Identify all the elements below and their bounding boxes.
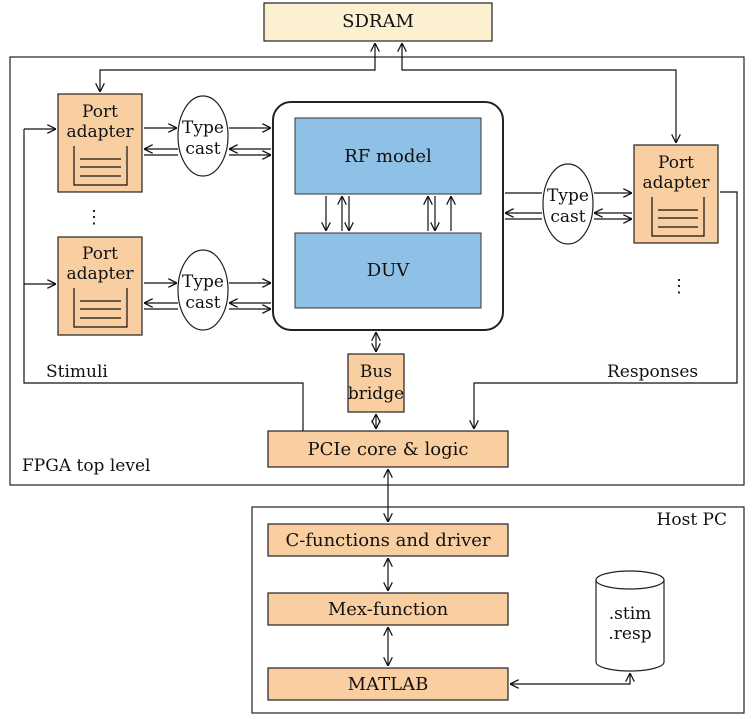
port-adapter-stimuli-1: Port adapter <box>57 93 143 193</box>
port-adapter-label-line2: adapter <box>642 173 710 193</box>
file-label-line1: .stim <box>609 604 652 624</box>
stimuli-label: Stimuli <box>46 362 108 382</box>
type-cast-label-line2: cast <box>550 207 585 227</box>
ellipsis-right: ⋮ <box>670 276 688 297</box>
rf-model-block: RF model <box>294 117 482 195</box>
bus-bridge-block: Bus bridge <box>347 353 405 413</box>
type-cast-label-line2: cast <box>185 293 220 313</box>
fpga-top-level-label: FPGA top level <box>22 456 150 476</box>
type-cast-label-line1: Type <box>182 118 224 138</box>
port-adapter-label-line2: adapter <box>66 122 134 142</box>
connections <box>23 43 738 684</box>
matlab-block: MATLAB <box>267 667 509 701</box>
fifo-icon <box>73 146 128 186</box>
mex-function-label: Mex-function <box>328 599 449 620</box>
sdram-to-left-adapter-arrow <box>100 43 375 92</box>
mex-function-block: Mex-function <box>267 592 509 626</box>
port-adapter-stimuli-2: Port adapter <box>57 236 143 336</box>
port-adapter-label-line1: Port <box>82 244 118 264</box>
ellipsis-left: ⋮ <box>85 207 103 228</box>
c-functions-block: C-functions and driver <box>267 523 509 557</box>
duv-block: DUV <box>294 232 482 309</box>
type-cast-label-line1: Type <box>182 272 224 292</box>
c-functions-label: C-functions and driver <box>285 530 490 551</box>
fifo-icon <box>651 197 705 237</box>
responses-line <box>474 191 738 429</box>
pcie-label: PCIe core & logic <box>308 439 469 460</box>
sdram-to-right-adapter-arrow <box>402 43 676 143</box>
file-label-line2: .resp <box>608 624 651 644</box>
stim-resp-file-icon: .stim .resp <box>595 570 665 672</box>
rf-model-label: RF model <box>344 146 432 167</box>
host-pc-label: Host PC <box>657 510 727 530</box>
bus-bridge-label-line2: bridge <box>348 384 404 404</box>
matlab-file-arrow <box>510 673 630 684</box>
type-cast-stimuli-2: Type cast <box>177 249 229 331</box>
bus-bridge-label-line1: Bus <box>360 362 392 382</box>
matlab-label: MATLAB <box>348 674 429 695</box>
pcie-core-block: PCIe core & logic <box>267 430 509 468</box>
port-adapter-responses: Port adapter <box>633 144 719 244</box>
duv-label: DUV <box>367 260 411 281</box>
port-adapter-label-line2: adapter <box>66 264 134 284</box>
sdram-block: SDRAM <box>263 2 493 42</box>
stimuli-feedback-line <box>23 129 304 431</box>
port-adapter-label-line1: Port <box>82 102 118 122</box>
type-cast-label-line1: Type <box>547 186 589 206</box>
port-adapter-label-line1: Port <box>658 153 694 173</box>
fifo-icon <box>73 288 128 328</box>
type-cast-stimuli-1: Type cast <box>177 95 229 177</box>
host-pc-frame <box>251 506 745 714</box>
type-cast-responses: Type cast <box>542 163 594 245</box>
sdram-label: SDRAM <box>342 11 414 32</box>
type-cast-label-line2: cast <box>185 139 220 159</box>
responses-label: Responses <box>607 362 698 382</box>
